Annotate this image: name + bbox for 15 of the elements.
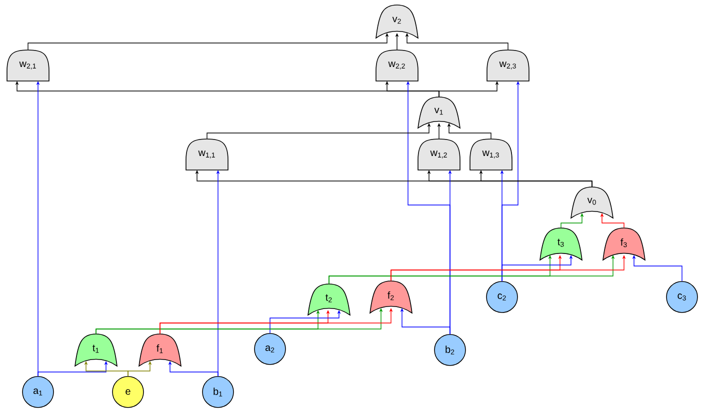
and-gate: w$_{1,2}$ <box>418 138 460 170</box>
or-gate: t$_{3}$ <box>540 228 582 260</box>
or-gate: v$_{0}$ <box>570 186 614 218</box>
or-gate: t$_{2}$ <box>308 284 350 316</box>
and-gate: w$_{2,1}$ <box>6 50 50 82</box>
or-gate: f$_{3}$ <box>602 228 646 260</box>
or-gate: f$_{2}$ <box>370 280 412 314</box>
and-gate: w$_{2,2}$ <box>376 50 418 82</box>
and-gate: w$_{1,1}$ <box>186 138 228 170</box>
or-gate: v$_{1}$ <box>418 96 460 128</box>
or-gate: v$_{2}$ <box>376 4 418 38</box>
and-gate: w$_{2,3}$ <box>486 50 530 82</box>
and-gate: w$_{1,3}$ <box>470 138 512 170</box>
or-gate: f$_{1}$ <box>138 334 182 366</box>
or-gate: t$_{1}$ <box>74 334 118 366</box>
